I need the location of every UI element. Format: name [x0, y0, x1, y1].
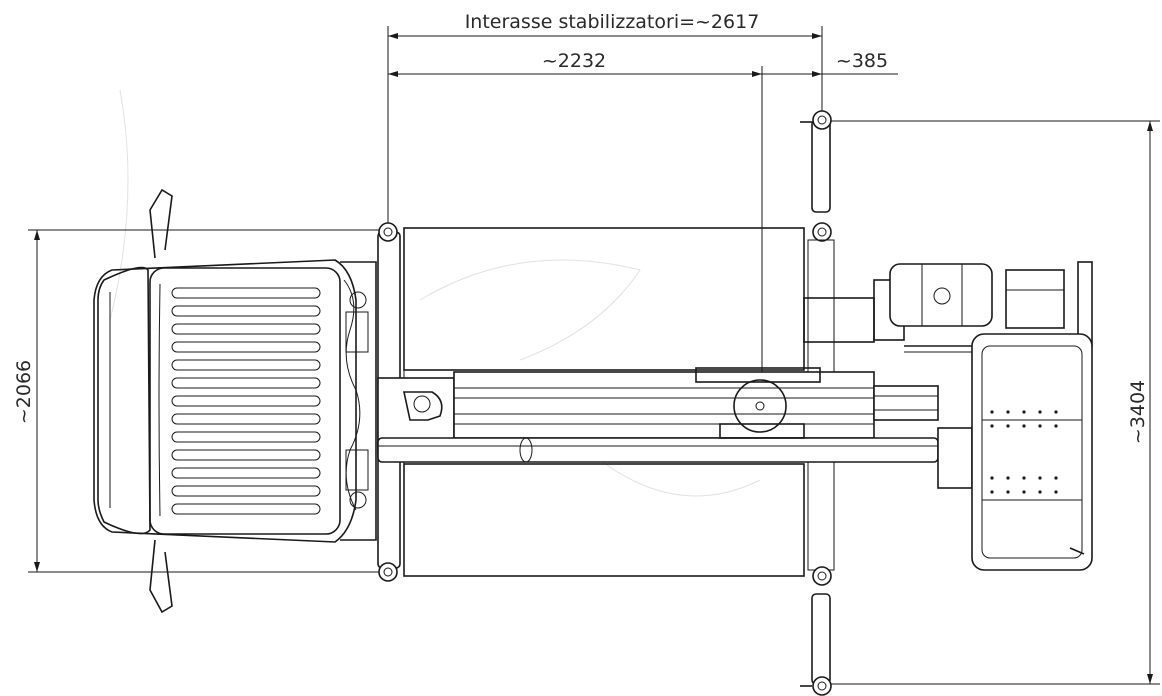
dimension-mast-to-rear: ~385	[762, 50, 898, 77]
left-mirror	[149, 188, 173, 259]
right-mirror	[149, 539, 173, 614]
stabilizer-wheelbase-label: Interasse stabilizzatori=~2617	[465, 11, 760, 33]
cab-roof-ribs	[171, 287, 321, 515]
aerial-boom	[377, 367, 973, 489]
dimension-stabilizer-span: ~3404	[830, 120, 1160, 685]
truck-cab	[93, 188, 377, 614]
vehicle-width-label: ~2066	[13, 360, 35, 424]
fuel-tank	[889, 263, 993, 327]
front-to-mast-label: ~2232	[542, 50, 606, 72]
background-watermark	[109, 89, 761, 497]
stabilizer-span-label: ~3404	[1127, 380, 1149, 444]
dimension-stabilizer-wheelbase: Interasse stabilizzatori=~2617	[387, 11, 823, 232]
dimension-front-to-mast: ~2232	[388, 50, 763, 420]
tool-box	[1005, 269, 1065, 329]
basket-floor-dots	[990, 410, 1058, 494]
rear-stabilizers	[800, 110, 835, 696]
dimension-vehicle-width: ~2066	[13, 229, 390, 573]
mast-to-rear-label: ~385	[836, 50, 888, 72]
work-basket	[971, 333, 1093, 571]
